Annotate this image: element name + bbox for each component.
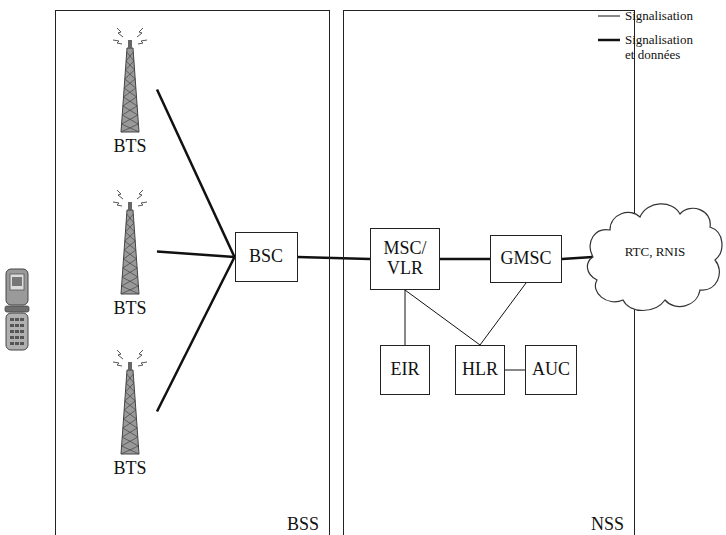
network-element-box: HLR — [455, 345, 505, 395]
connector-line — [157, 90, 235, 258]
legend-item: Signalisation et données — [598, 32, 699, 63]
base-station: BTS — [103, 344, 157, 479]
connector-line — [405, 290, 406, 345]
connector-line — [298, 257, 371, 259]
connector-line — [157, 257, 235, 412]
base-station: BTS — [103, 184, 157, 319]
legend-label: Signalisation — [625, 8, 699, 24]
node-label: BTS — [111, 298, 148, 319]
antenna-tower — [103, 344, 157, 456]
node-label: BTS — [111, 136, 148, 157]
base-station: BTS — [103, 22, 157, 157]
node-label: BTS — [111, 458, 148, 479]
connector-line — [562, 257, 593, 259]
legend: SignalisationSignalisation et données — [598, 8, 699, 71]
node-label: RTC, RNIS — [623, 244, 688, 260]
connector-line — [157, 252, 235, 258]
region-label: BSS — [287, 514, 319, 535]
network-element-box: BSC — [235, 232, 298, 282]
node-label: AUC — [532, 360, 570, 380]
node-label: EIR — [391, 360, 420, 380]
mobile-phone — [3, 268, 31, 352]
connector-line — [480, 283, 526, 345]
connector-line — [405, 290, 480, 345]
node-label: HLR — [462, 360, 498, 380]
connector-line — [440, 258, 490, 261]
legend-line-sample — [598, 10, 620, 22]
network-element-box: AUC — [525, 345, 577, 395]
network-element-box: MSC/ VLR — [370, 228, 440, 290]
subsystem-region: BSS BTS BTS BTS BSC — [55, 10, 330, 535]
legend-item: Signalisation — [598, 8, 699, 24]
antenna-tower — [103, 184, 157, 296]
network-element-box: EIR — [380, 345, 430, 395]
legend-line-sample — [598, 34, 620, 46]
network-element-box: GMSC — [490, 235, 562, 283]
legend-label: Signalisation et données — [625, 32, 699, 63]
connector-line — [505, 370, 525, 371]
region-label: NSS — [591, 514, 624, 535]
node-label: BSC — [249, 247, 283, 267]
antenna-tower — [103, 22, 157, 134]
network-cloud: RTC, RNIS — [585, 192, 725, 322]
node-label: GMSC — [500, 249, 551, 269]
node-label: MSC/ VLR — [377, 239, 433, 279]
